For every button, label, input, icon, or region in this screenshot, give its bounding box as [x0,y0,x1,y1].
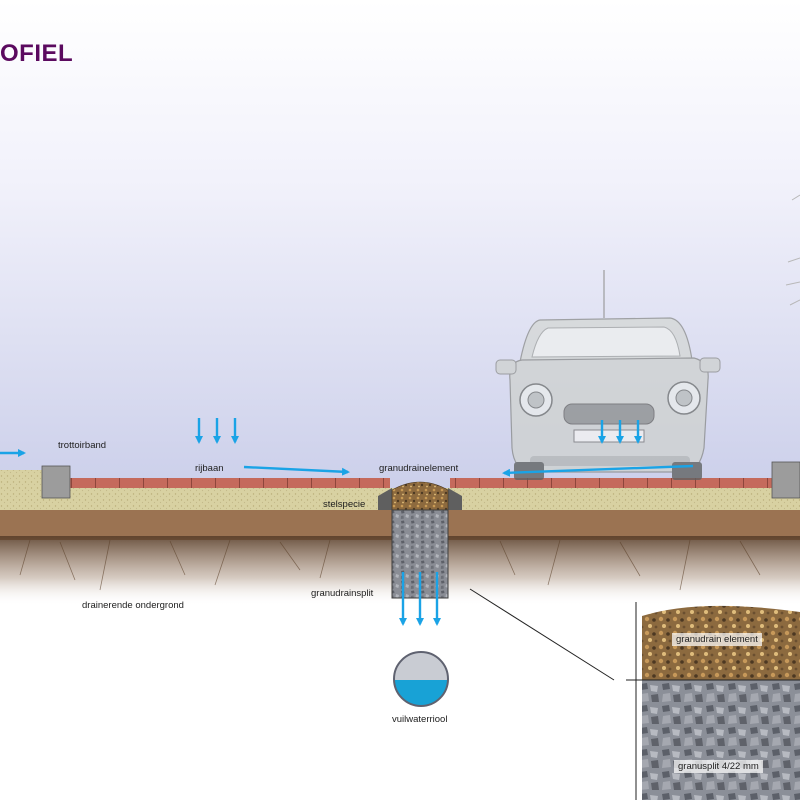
water-flow-arrows [0,418,694,626]
sewer-pipe [393,651,449,707]
curb-left [41,465,71,499]
label-stelspecie: stelspecie [323,499,366,510]
label-granudrainelement: granudrainelement [379,463,459,474]
pavers-right [450,478,772,488]
page-title: OFIEL [0,40,74,67]
sidewalk-fill [0,470,42,498]
detail-label-granudrain-element: granudrain element [672,633,762,646]
granudrain-element [391,481,449,511]
mortar-left [378,488,392,510]
pavers-left [70,478,390,488]
label-trottoirband: trottoirband [58,440,107,451]
car-illustration [495,270,721,480]
label-vuilwaterriool: vuilwaterriool [392,714,448,725]
label-drainerende-ondergrond: drainerende ondergrond [82,600,184,611]
roots-texture [19,539,761,591]
detail-label-granusplit: granusplit 4/22 mm [674,760,763,773]
mortar-right [448,488,462,510]
curb-right [771,461,800,499]
label-granudrainsplit: granudrainsplit [311,588,374,599]
label-rijbaan: rijbaan [195,463,224,474]
tree-sketch [785,194,800,306]
detail-leader-line [469,588,615,681]
